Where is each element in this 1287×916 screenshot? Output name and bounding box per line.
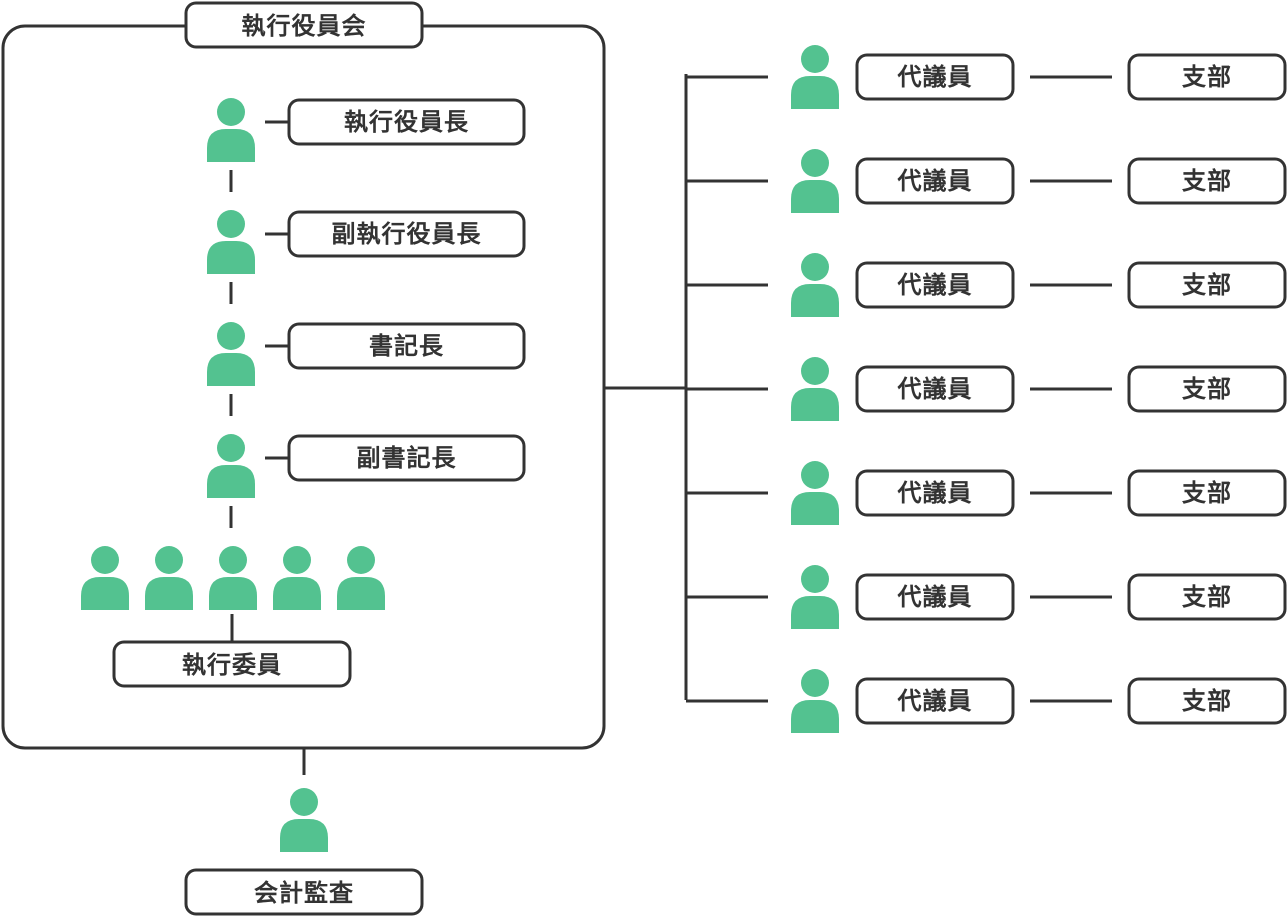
branch-label-box: 支部 [1127,677,1287,725]
person-icon [207,434,255,498]
rep-label: 代議員 [897,479,973,507]
rep-label: 代議員 [897,687,973,715]
person-icon [145,546,193,610]
role-label-box: 執行役員長 [287,98,526,146]
branch-label-box: 支部 [1127,261,1287,309]
rep-label: 代議員 [897,63,973,91]
branch-label: 支部 [1182,167,1232,195]
branch-label-box: 支部 [1127,157,1287,205]
auditor-label: 会計監査 [254,879,354,907]
rep-label: 代議員 [897,375,973,403]
rep-label: 代議員 [897,271,973,299]
rep-label-box: 代議員 [855,365,1015,413]
person-icon [280,788,328,852]
rep-label: 代議員 [897,167,973,195]
branch-label-box: 支部 [1127,53,1287,101]
branch-label: 支部 [1182,583,1232,611]
person-icon [791,565,839,629]
branch-label: 支部 [1182,687,1232,715]
rep-label-box: 代議員 [855,53,1015,101]
members-label: 執行委員 [182,651,282,679]
role-label: 執行役員長 [344,108,469,136]
members-label-box: 執行委員 [112,640,352,688]
branch-label-box: 支部 [1127,573,1287,621]
auditor-label-box: 会計監査 [184,868,424,916]
branch-label: 支部 [1182,63,1232,91]
role-label: 副書記長 [357,444,457,472]
rep-label-box: 代議員 [855,469,1015,517]
person-icon [207,210,255,274]
person-icon [209,546,257,610]
branch-label: 支部 [1182,479,1232,507]
person-icon [791,461,839,525]
person-icon [273,546,321,610]
rep-label-box: 代議員 [855,261,1015,309]
role-label-box: 副執行役員長 [287,210,526,258]
person-icon [81,546,129,610]
rep-label: 代議員 [897,583,973,611]
role-label-box: 副書記長 [287,434,526,482]
branch-label: 支部 [1182,271,1232,299]
role-label: 副執行役員長 [332,220,482,248]
person-icon [207,98,255,162]
person-icon [791,45,839,109]
person-icon [791,669,839,733]
person-icon [337,546,385,610]
role-label: 書記長 [369,332,444,360]
person-icon [791,149,839,213]
branch-label-box: 支部 [1127,469,1287,517]
role-label-box: 書記長 [287,322,526,370]
committee-title-box: 執行役員会 [184,1,424,49]
committee-title: 執行役員会 [242,12,367,40]
rep-label-box: 代議員 [855,677,1015,725]
person-icon [207,322,255,386]
branch-label: 支部 [1182,375,1232,403]
person-icon [791,357,839,421]
rep-label-box: 代議員 [855,573,1015,621]
branch-label-box: 支部 [1127,365,1287,413]
person-icon [791,253,839,317]
rep-label-box: 代議員 [855,157,1015,205]
